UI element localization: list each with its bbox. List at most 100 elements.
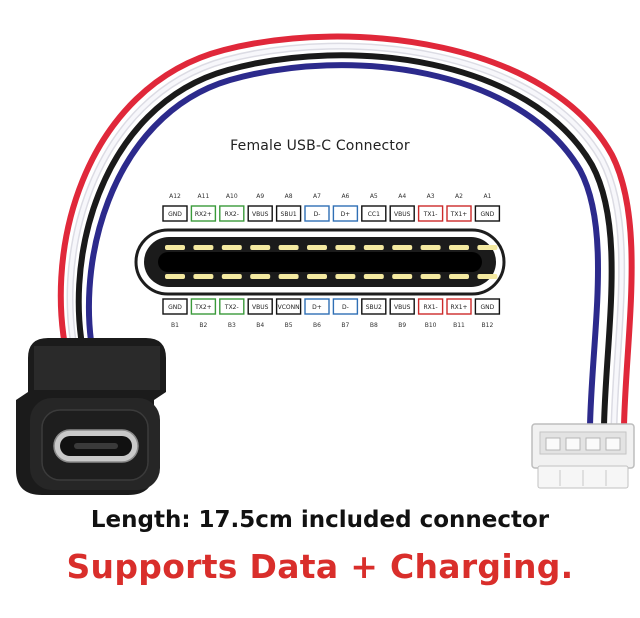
pin-signal-label: D+ xyxy=(312,304,322,311)
wire-red xyxy=(57,33,635,429)
pin-number-label: A3 xyxy=(427,193,435,200)
pin-signal-label: VBUS xyxy=(252,211,269,218)
pin-box xyxy=(474,298,501,315)
pin-number-label: A5 xyxy=(370,193,378,200)
pin-number-label: B9 xyxy=(398,322,406,329)
pin-signal-label: D- xyxy=(342,304,349,311)
pin-box xyxy=(389,205,415,222)
pin-number-label: B5 xyxy=(285,322,293,329)
jst-connector xyxy=(531,423,635,489)
pin-signal-label: VBUS xyxy=(252,304,269,311)
diagram-title: Female USB-C Connector xyxy=(230,138,410,154)
top-pin-row: GND RX2+ RX2- VBUS SBU1 D- D+ CC1 VBUS TX1- TX1+ GN… xyxy=(162,205,501,222)
contact-pad-bottom xyxy=(165,274,185,279)
pin-signal-label: CC1 xyxy=(368,211,380,218)
contact-pad-bottom xyxy=(335,274,356,279)
pin-box xyxy=(389,298,415,315)
pin-number-label: B2 xyxy=(199,322,207,329)
pin-signal-label: GND xyxy=(168,211,182,218)
pin-number-label: A7 xyxy=(313,193,321,200)
wire-black xyxy=(75,52,615,429)
usb-c-receptacle-drawing xyxy=(134,228,506,296)
pin-signal-label: SBU1 xyxy=(281,211,297,218)
contact-pad-top xyxy=(165,245,185,250)
pin-signal-label: SBU2 xyxy=(366,304,382,311)
pin-number-label: B10 xyxy=(425,322,437,329)
pin-number-label: B12 xyxy=(482,322,494,329)
pin-box xyxy=(417,298,444,315)
usb-c-tongue xyxy=(74,443,118,449)
pin-box xyxy=(219,205,245,222)
pin-signal-label: RX2+ xyxy=(195,211,212,218)
pin-box xyxy=(247,205,273,222)
pin-signal-label: RX2- xyxy=(225,211,239,218)
pin-number-label: A6 xyxy=(341,193,349,200)
pin-signal-label: TX1- xyxy=(423,211,438,218)
pin-signal-label: GND xyxy=(168,304,182,311)
wire-white-core xyxy=(68,44,624,428)
length-caption: Length: 17.5cm included connector xyxy=(90,507,550,533)
pin-box xyxy=(332,298,359,315)
pin-number-label: B7 xyxy=(341,322,349,329)
pin-box xyxy=(446,298,472,315)
pin-box xyxy=(162,205,188,222)
pin-number-label: A11 xyxy=(198,193,210,200)
contact-pad-top xyxy=(193,245,214,250)
pin-box xyxy=(190,205,217,222)
pin-box xyxy=(304,298,330,315)
contact-pad-bottom xyxy=(193,274,214,279)
contact-pad-bottom xyxy=(363,274,384,279)
pin-box xyxy=(361,298,387,315)
pin-number-label: B4 xyxy=(256,322,264,329)
cable-bundle xyxy=(57,33,635,430)
pin-box xyxy=(219,298,245,315)
pin-signal-label: GND xyxy=(481,304,495,311)
pin-signal-label: GND xyxy=(481,211,495,218)
pin-number-label: B1 xyxy=(171,322,179,329)
pin-signal-label: TX1+ xyxy=(450,211,468,218)
contact-pad-top xyxy=(363,245,384,250)
contact-pad-top xyxy=(477,245,498,250)
contact-pad-top xyxy=(335,245,356,250)
pin-signal-label: VBUS xyxy=(394,211,411,218)
pin-box xyxy=(247,298,273,315)
pin-signal-label: D- xyxy=(314,211,321,218)
pin-number-label: A12 xyxy=(169,193,181,200)
pin-number-label: B8 xyxy=(370,322,378,329)
pin-box xyxy=(446,205,472,222)
pin-signal-label: TX2- xyxy=(224,304,239,311)
receptacle-contacts xyxy=(165,245,498,279)
pin-box xyxy=(304,205,330,222)
contact-pad-top xyxy=(449,245,469,250)
contact-pad-top xyxy=(420,245,441,250)
pin-signal-label: RX1+ xyxy=(450,304,467,311)
pin-number-label: A1 xyxy=(483,193,491,200)
contact-pad-bottom xyxy=(449,274,469,279)
pin-box xyxy=(361,205,387,222)
pin-number-label: A2 xyxy=(455,193,463,200)
tagline: Supports Data + Charging. xyxy=(66,547,574,586)
pin-box xyxy=(162,298,188,315)
pin-number-label: A8 xyxy=(285,193,293,200)
pin-box xyxy=(275,205,302,222)
pin-box xyxy=(275,298,302,315)
pin-box xyxy=(190,298,217,315)
contact-pad-bottom xyxy=(307,274,327,279)
contact-pad-top xyxy=(307,245,327,250)
pin-number-label: B11 xyxy=(453,322,465,329)
pin-number-label: B3 xyxy=(228,322,236,329)
pin-box xyxy=(417,205,444,222)
pin-box xyxy=(332,205,359,222)
contact-pad-top xyxy=(278,245,299,250)
pin-signal-label: D+ xyxy=(341,211,351,218)
contact-pad-bottom xyxy=(477,274,498,279)
contact-pad-bottom xyxy=(221,274,242,279)
pin-signal-label: RX1- xyxy=(423,304,437,311)
pin-number-label: A10 xyxy=(226,193,238,200)
contact-pad-top xyxy=(221,245,242,250)
